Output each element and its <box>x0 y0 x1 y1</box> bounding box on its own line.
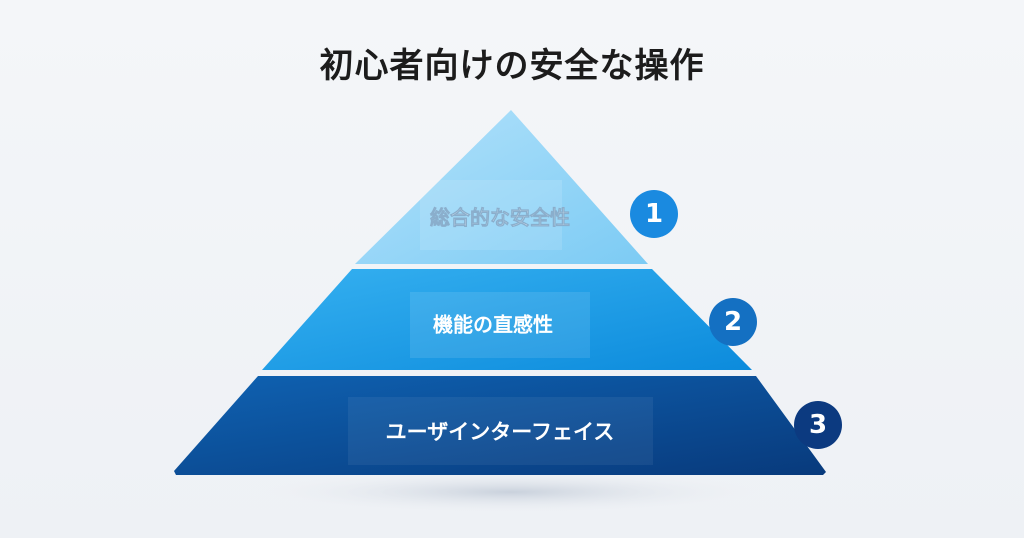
tier-1-label: 総合的な安全性 <box>430 206 570 230</box>
tier-1-number-badge <box>630 190 678 238</box>
tier-2-label-box <box>410 292 590 358</box>
tier-3-label: ユーザインターフェイス <box>386 420 615 444</box>
tier-2-label: 機能の直感性 <box>433 313 553 337</box>
tier-2-number: 2 <box>724 307 742 337</box>
tier-1-shape <box>355 110 648 264</box>
tier-1-label-box <box>420 180 562 250</box>
page-title: 初心者向けの安全な操作 <box>319 46 705 86</box>
tier-3-label-box <box>348 397 653 465</box>
tier-3-number-badge <box>794 401 842 449</box>
tier-1-number: 1 <box>645 199 663 229</box>
tier-3-shape <box>174 376 826 475</box>
tier-2-number-badge <box>709 298 757 346</box>
tier-2-shape <box>262 269 752 370</box>
pyramid-shadow <box>251 470 771 514</box>
tier-3-number: 3 <box>809 410 827 440</box>
